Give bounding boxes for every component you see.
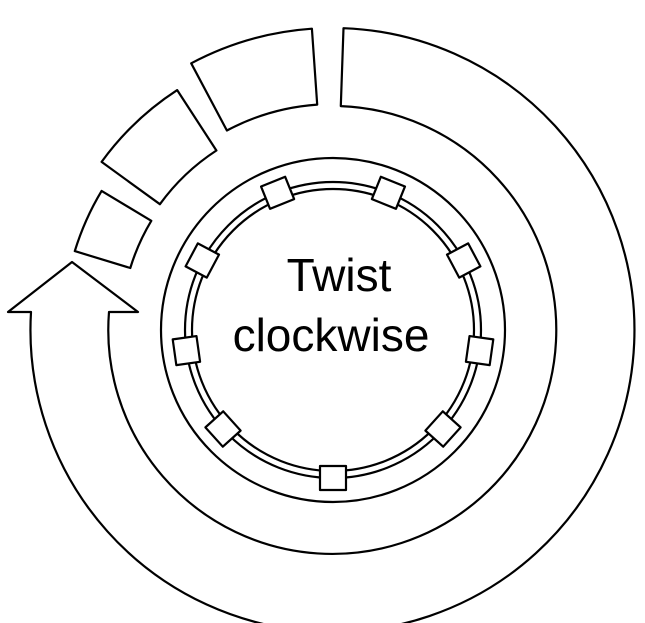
arrow-tail-segment-2 xyxy=(100,89,218,206)
clockwise-arrow-icon xyxy=(6,27,636,623)
grip-tab xyxy=(318,464,348,492)
arrow-tail-segment-3 xyxy=(73,189,153,270)
cap-grip-tabs xyxy=(171,175,495,492)
grip-tab xyxy=(424,410,462,448)
cap-outer-ring xyxy=(159,156,507,504)
grip-tab xyxy=(445,242,482,279)
grip-tab xyxy=(370,175,407,210)
grip-tab xyxy=(171,334,202,367)
arrow-tail-segment-1 xyxy=(190,27,319,132)
instruction-label-line-1: Twist xyxy=(287,249,392,301)
grip-tab xyxy=(464,334,495,367)
instruction-label-line-2: clockwise xyxy=(233,309,430,361)
grip-tab xyxy=(259,175,296,210)
grip-tab xyxy=(204,410,242,448)
grip-tab xyxy=(184,242,221,279)
